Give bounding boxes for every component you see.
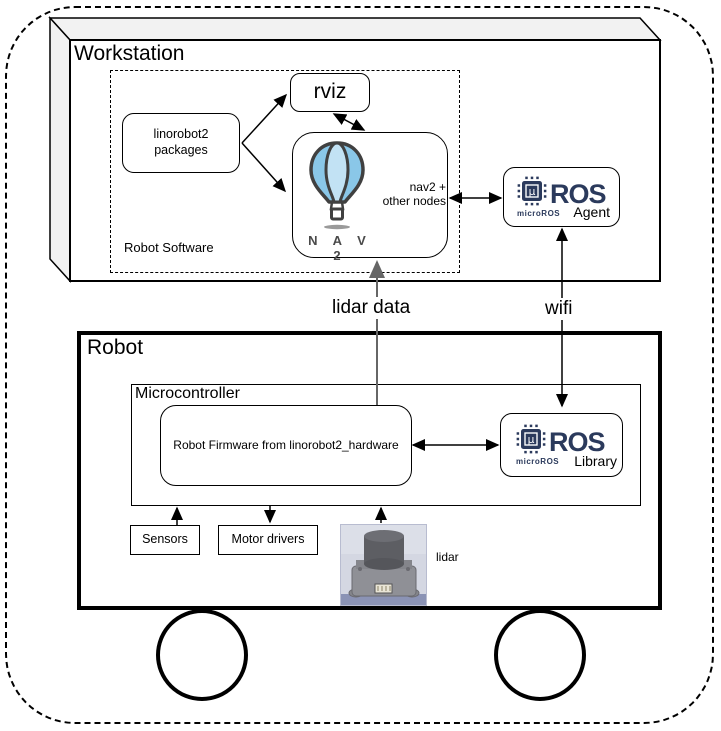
- motor-drivers-label: Motor drivers: [231, 532, 305, 547]
- microros-chip-icon: µ: [516, 424, 546, 454]
- microros-agent-node: µ ROS microROS Agent: [503, 167, 620, 227]
- robot-software-group: [110, 70, 460, 273]
- library-role-label: Library: [574, 452, 617, 469]
- robot-firmware-label: Robot Firmware from linorobot2_hardware: [173, 438, 399, 452]
- microros-library-node: µ ROS microROS Library: [500, 413, 623, 477]
- robot-title: Robot: [87, 336, 144, 359]
- agent-role-label: Agent: [573, 203, 610, 220]
- right-wheel: [494, 609, 586, 701]
- robot-software-label: Robot Software: [124, 240, 214, 255]
- sensors-node: Sensors: [130, 525, 200, 555]
- motor-drivers-node: Motor drivers: [218, 525, 318, 555]
- svg-text:µ: µ: [528, 433, 535, 446]
- workstation-top-face: [48, 17, 662, 41]
- workstation-left-face: [49, 16, 71, 283]
- rviz-label: rviz: [313, 80, 347, 104]
- system-boundary-dashed-border: [5, 6, 714, 724]
- workstation-title: Workstation: [74, 42, 185, 65]
- wifi-link-label: wifi: [542, 298, 576, 320]
- sensors-label: Sensors: [142, 532, 188, 547]
- rviz-node: rviz: [290, 73, 370, 112]
- left-wheel: [156, 609, 248, 701]
- linorobot2-packages-node: linorobot2 packages: [122, 113, 240, 173]
- nav2-caption: N A V 2: [308, 233, 372, 263]
- hot-air-balloon-icon: [309, 141, 365, 230]
- agent-ros-wordmark: ROS: [550, 179, 607, 209]
- lidar-data-link-label: lidar data: [329, 297, 414, 319]
- agent-microros-wordmark: microROS: [517, 209, 561, 218]
- lidar-caption: lidar: [436, 550, 459, 564]
- microros-chip-icon: µ: [517, 176, 547, 206]
- balloon-shadow: [324, 224, 350, 230]
- library-microros-wordmark: microROS: [516, 457, 560, 466]
- svg-text:µ: µ: [529, 185, 536, 198]
- nav2-other-nodes-label: nav2 + other nodes: [382, 180, 446, 208]
- linorobot2-packages-label: linorobot2 packages: [153, 127, 209, 157]
- lidar-device-photo: [340, 524, 427, 606]
- library-ros-wordmark: ROS: [549, 427, 606, 457]
- robot-firmware-node: Robot Firmware from linorobot2_hardware: [160, 405, 412, 486]
- microcontroller-title: Microcontroller: [135, 385, 240, 402]
